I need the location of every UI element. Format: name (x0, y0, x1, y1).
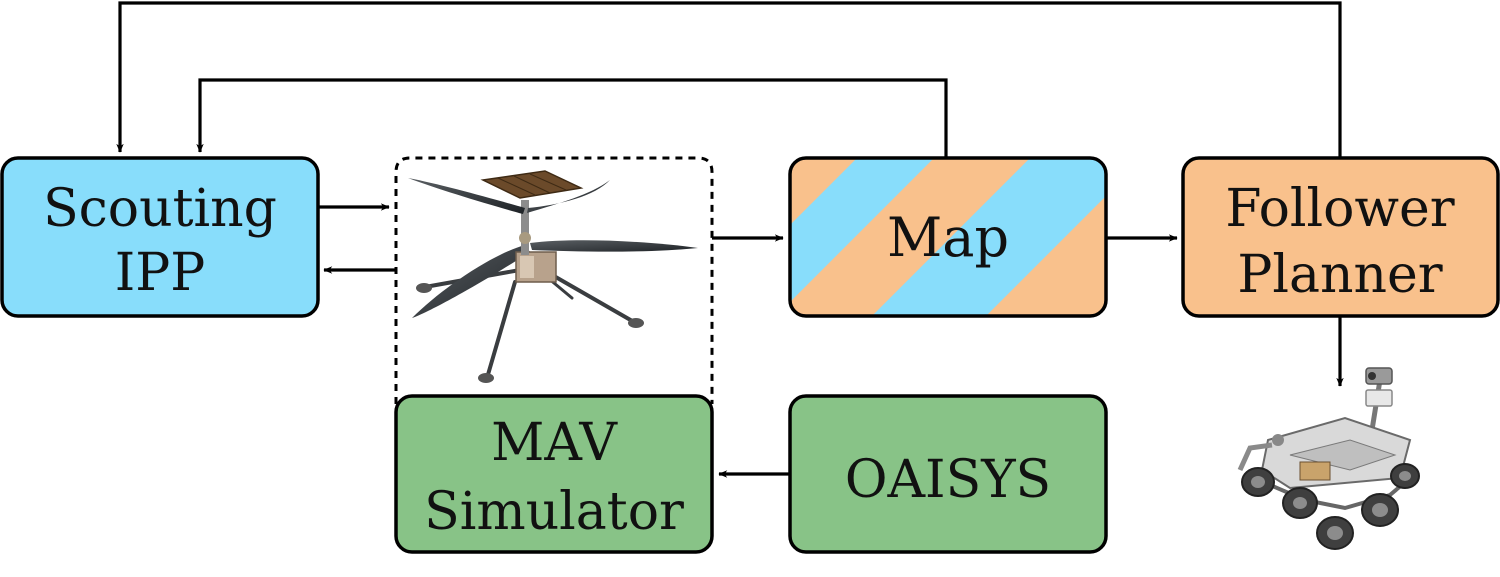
mars-rover-icon (1237, 367, 1420, 550)
map-node: Map (788, 156, 1108, 318)
oaisys-label: OAISYS (845, 450, 1051, 510)
mav-simulator-label-line2: Simulator (424, 482, 684, 542)
mav-simulator-label-line1: MAV (491, 413, 618, 473)
oaisys-node: OAISYS (788, 394, 1108, 554)
map-box (788, 156, 1108, 318)
follower-planner-label-line1: Follower (1225, 179, 1454, 239)
follower-planner-box (1181, 156, 1500, 318)
scouting-ipp-node: Scouting IPP (0, 156, 320, 318)
scouting-ipp-label-line1: Scouting (43, 179, 277, 239)
map-label: Map (887, 206, 1009, 269)
follower-planner-node: Follower Planner (1181, 156, 1500, 318)
mav-simulator-box (394, 394, 714, 554)
follower-to-scouting-arrow (116, 1, 1342, 158)
map-stripe-blue-2 (872, 158, 1106, 316)
oaisys-box (788, 394, 1108, 554)
simulator-group-outline (394, 156, 714, 404)
follower-planner-label-line2: Planner (1237, 245, 1442, 305)
map-to-scouting-arrow (196, 78, 948, 158)
scouting-ipp-label-line2: IPP (115, 243, 206, 303)
map-stripe-blue-1 (790, 158, 934, 302)
mav-simulator-node: MAV Simulator (394, 394, 714, 554)
helicopter-drone-icon (408, 170, 698, 383)
scouting-ipp-box (0, 156, 320, 318)
